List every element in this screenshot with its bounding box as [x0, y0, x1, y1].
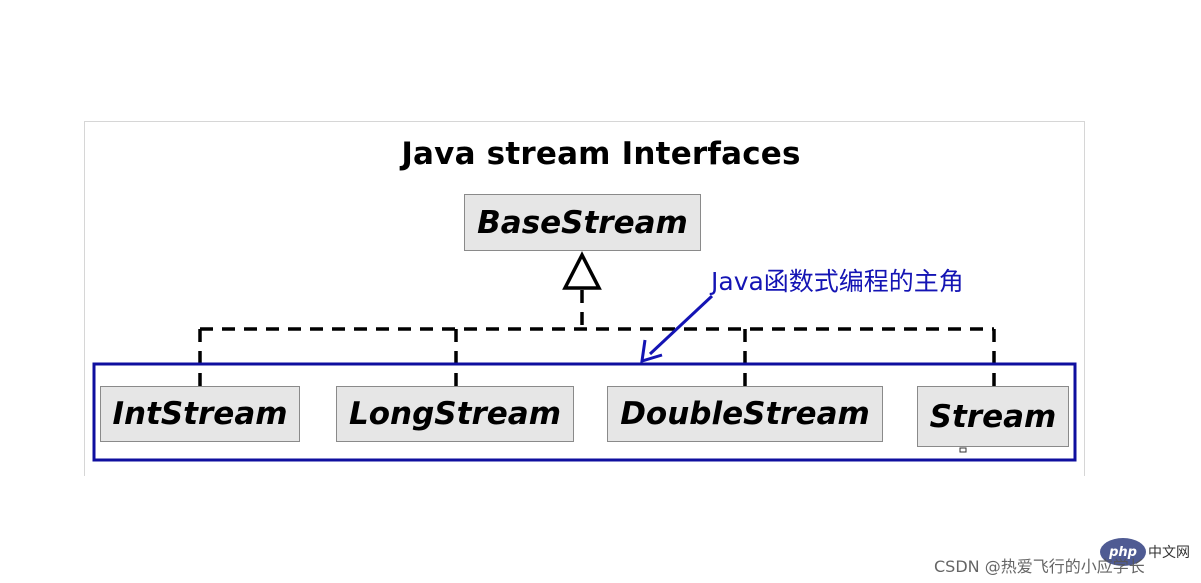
stream-class-box: Stream	[917, 386, 1069, 447]
realization-arrowhead	[562, 251, 602, 290]
csdn-watermark: CSDN @热爱飞行的小应学长	[934, 557, 1145, 576]
php-logo: php	[1100, 538, 1146, 566]
corner-marker	[959, 447, 967, 453]
longstream-class-box: LongStream	[336, 386, 574, 442]
diagram-title: Java stream Interfaces	[401, 136, 801, 172]
basestream-class-box: BaseStream	[464, 194, 701, 251]
longstream-label: LongStream	[349, 396, 561, 432]
php-badge-side-text: 中文网	[1148, 545, 1190, 561]
doublestream-label: DoubleStream	[620, 396, 870, 432]
doublestream-class-box: DoubleStream	[607, 386, 883, 442]
annotation-arrowhead	[640, 339, 663, 364]
intstream-label: IntStream	[112, 396, 288, 432]
annotation-text: Java函数式编程的主角	[711, 267, 964, 296]
basestream-label: BaseStream	[477, 204, 688, 241]
intstream-class-box: IntStream	[100, 386, 300, 442]
highlight-frame	[92, 362, 1077, 462]
stream-label: Stream	[929, 398, 1057, 435]
annotation-arrow-line	[648, 294, 714, 356]
